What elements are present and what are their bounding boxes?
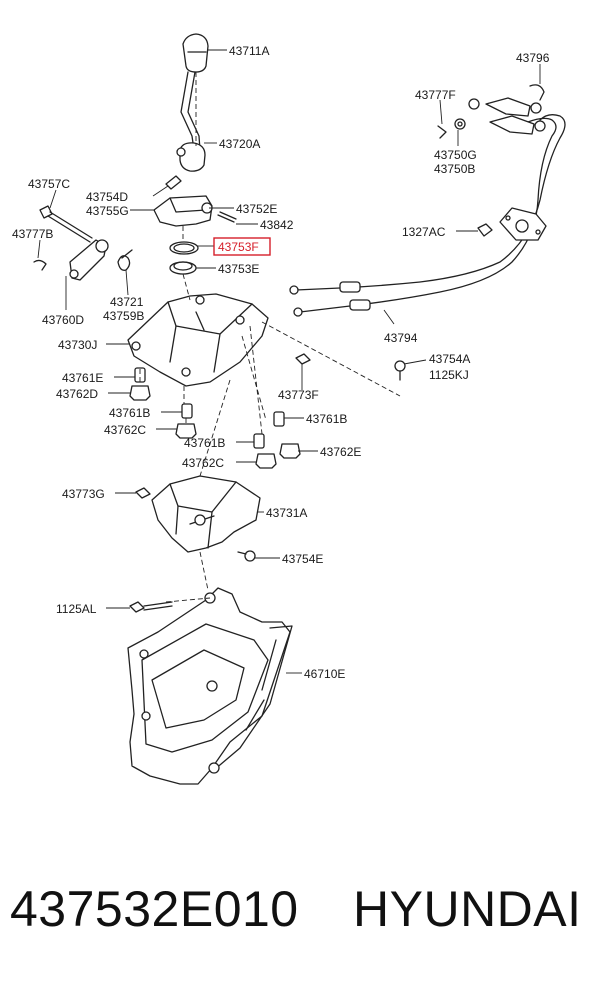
shift-knob	[182, 33, 209, 73]
bolt-43757C	[39, 205, 93, 243]
leader-lines	[37, 49, 541, 674]
label-43761B-a: 43761B	[109, 406, 150, 420]
label-43773G: 43773G	[62, 487, 105, 501]
label-43755G: 43755G	[86, 204, 129, 218]
clip-43796	[529, 84, 545, 101]
frame-46710E	[127, 587, 293, 785]
clip-43777B	[33, 259, 47, 271]
bush-43762D	[129, 385, 151, 401]
assembly-dashed-lines	[139, 72, 401, 603]
label-43721: 43721	[110, 295, 144, 309]
bracket-43731A	[151, 475, 261, 553]
part-number: 437532E010	[10, 881, 299, 937]
spring-pin-43842	[217, 211, 237, 223]
label-43754E: 43754E	[282, 552, 323, 566]
link-lever-43760D	[69, 239, 109, 281]
bolt-43754E	[237, 550, 256, 562]
label-43711A: 43711A	[229, 44, 269, 58]
label-43761B-b: 43761B	[306, 412, 347, 426]
label-43762C-b: 43762C	[182, 456, 224, 470]
spring-43721	[117, 249, 133, 271]
label-43761B-c: 43761B	[184, 436, 225, 450]
label-43757C: 43757C	[28, 177, 70, 191]
bolt-43754A	[394, 360, 406, 381]
label-1125AL: 1125AL	[56, 602, 97, 616]
label-43760D: 43760D	[42, 313, 84, 327]
clip-43777F	[437, 125, 447, 139]
label-43796: 43796	[516, 51, 550, 65]
label-1327AC: 1327AC	[402, 225, 446, 239]
label-43754D: 43754D	[86, 190, 128, 204]
lever-boot-joint	[176, 142, 206, 172]
label-43731A: 43731A	[266, 506, 307, 520]
label-43752E: 43752E	[236, 202, 277, 216]
brand-name: HYUNDAI	[353, 881, 582, 937]
collar-43761B-c	[253, 433, 265, 449]
bushing-ring-43753F	[169, 241, 199, 255]
bush-43762C-a	[175, 423, 197, 439]
label-43762E: 43762E	[320, 445, 361, 459]
nut-1327AC	[477, 223, 493, 237]
label-43754A: 43754A	[429, 352, 470, 366]
label-43730J: 43730J	[58, 338, 97, 352]
collar-43761B-a	[181, 403, 193, 419]
label-43773F: 43773F	[278, 388, 319, 402]
label-43753E: 43753E	[218, 262, 259, 276]
product-footer: 437532E010 HYUNDAI	[0, 870, 600, 960]
part-labels: 43711A 43720A 43757C 43754D 43755G 43752…	[12, 44, 550, 681]
label-43777F: 43777F	[415, 88, 456, 102]
label-43753F-highlighted: 43753F	[218, 240, 259, 254]
label-1125KJ: 1125KJ	[429, 368, 469, 382]
label-43842: 43842	[260, 218, 294, 232]
bush-43762C-b	[255, 453, 277, 469]
label-43794: 43794	[384, 331, 418, 345]
bushing-43753E	[169, 261, 197, 275]
cable-ends-upper	[468, 97, 546, 135]
lever-pivot-pin	[165, 175, 182, 190]
label-43762D: 43762D	[56, 387, 98, 401]
nut-43773F	[295, 353, 311, 365]
label-43750B: 43750B	[434, 162, 475, 176]
bush-43762E	[279, 443, 301, 459]
nut-43773G	[135, 487, 151, 499]
label-46710E: 46710E	[304, 667, 345, 681]
lever-housing	[153, 195, 213, 227]
label-43777B: 43777B	[12, 227, 53, 241]
shift-base-43730J	[127, 293, 269, 387]
collar-43761B-b	[273, 411, 285, 427]
bolt-1125AL	[129, 601, 173, 613]
label-43750G: 43750G	[434, 148, 477, 162]
exploded-parts-diagram: 43711A 43720A 43757C 43754D 43755G 43752…	[12, 33, 566, 785]
cable-bracket-plate	[499, 207, 547, 241]
washer-43750G	[454, 118, 466, 130]
label-43762C-a: 43762C	[104, 423, 146, 437]
shift-lever-rod	[180, 71, 201, 151]
label-43720A: 43720A	[219, 137, 260, 151]
label-43761E: 43761E	[62, 371, 103, 385]
highlight-box	[213, 237, 271, 256]
label-43759B: 43759B	[103, 309, 144, 323]
shift-cable-43794	[289, 114, 566, 317]
